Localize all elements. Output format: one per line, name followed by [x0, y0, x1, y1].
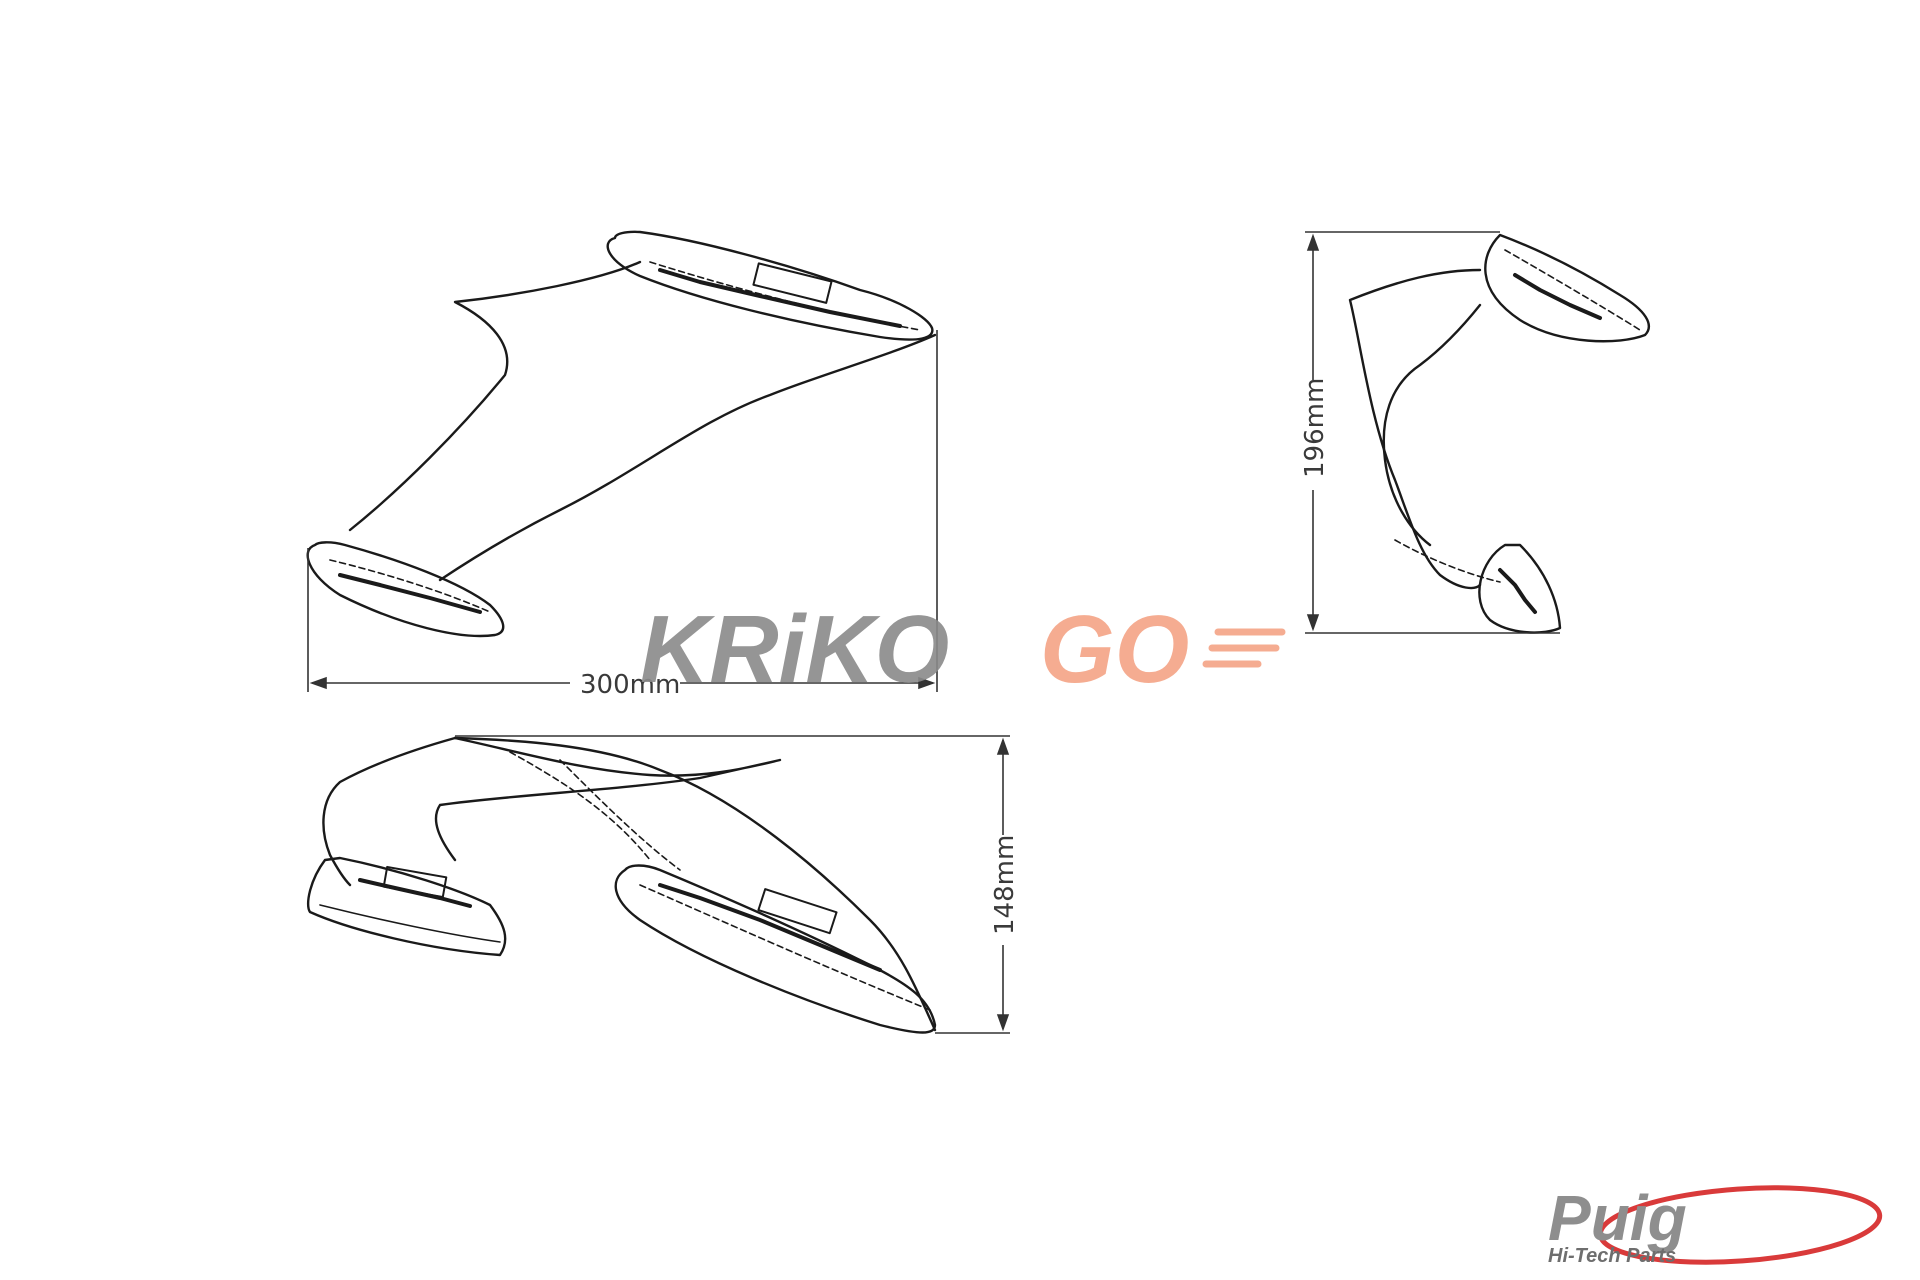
upper-indicator-pod	[606, 230, 934, 341]
height-dimension	[1305, 231, 1560, 634]
width-dimension-label: 300mm	[580, 670, 680, 700]
watermark-part2: GO	[1040, 596, 1189, 703]
puig-logo-tagline: Hi-Tech Parts	[1548, 1245, 1676, 1267]
puig-logo-name: Puig	[1548, 1182, 1687, 1254]
speed-lines-icon	[1202, 628, 1286, 668]
watermark-part1: KRiKO	[640, 596, 949, 703]
depth-dimension-label: 148mm	[990, 835, 1020, 935]
depth-dimension	[455, 735, 1010, 1034]
top-left-pod	[306, 856, 507, 957]
top-right-pod	[614, 864, 937, 1034]
lower-indicator-pod	[306, 541, 505, 638]
height-dimension-label: 196mm	[1300, 378, 1330, 478]
puig-logo: Puig Hi-Tech Parts	[1548, 1182, 1883, 1267]
side-view-drawing	[1348, 233, 1651, 634]
watermark: KRiKO GO	[640, 596, 1286, 703]
top-view-drawing	[306, 736, 937, 1034]
front-view-drawing	[306, 230, 937, 638]
side-upper-pod	[1484, 233, 1651, 343]
